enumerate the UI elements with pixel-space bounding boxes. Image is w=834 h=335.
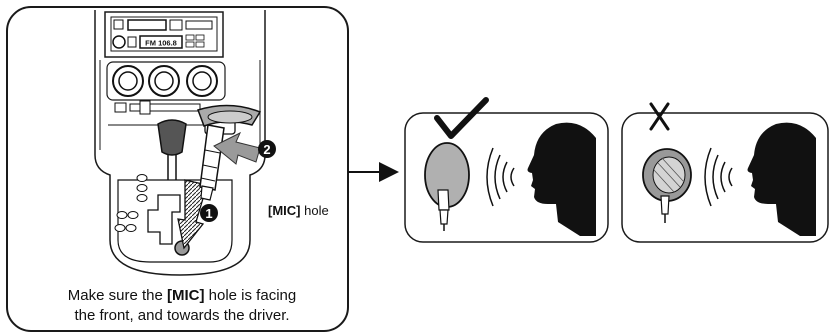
console-outline xyxy=(94,10,266,276)
mic-hole-arrow xyxy=(213,131,261,165)
mic-back-view xyxy=(424,142,470,231)
instruction-caption-line-2: the front, and towards the driver. xyxy=(74,307,290,324)
x-mark-icon xyxy=(649,102,670,131)
gear-gate xyxy=(114,174,233,263)
gear-shift-lever xyxy=(157,119,187,190)
driver-head-icon xyxy=(527,122,596,236)
mic-hole-label: [MIC] hole xyxy=(268,203,329,218)
mic-charger-device xyxy=(197,104,262,201)
step-1-badge: 1 xyxy=(200,204,218,222)
svg-text:2: 2 xyxy=(263,142,270,157)
sound-waves-icon xyxy=(704,147,733,207)
sound-waves-icon xyxy=(486,147,515,207)
radio-display xyxy=(139,35,183,49)
radio-frequency: FM 106.8 xyxy=(145,39,177,48)
mic-front-view xyxy=(642,148,692,223)
climate-knobs xyxy=(106,61,226,101)
step-2-badge: 2 xyxy=(258,140,276,158)
svg-text:1: 1 xyxy=(205,206,212,221)
car-console-panel xyxy=(6,6,349,332)
driver-head-icon xyxy=(747,122,816,236)
instruction-caption-line-1: Make sure the [MIC] hole is facing xyxy=(67,287,297,304)
check-mark-icon xyxy=(434,97,489,139)
car-radio: FM 106.8 xyxy=(104,11,224,58)
